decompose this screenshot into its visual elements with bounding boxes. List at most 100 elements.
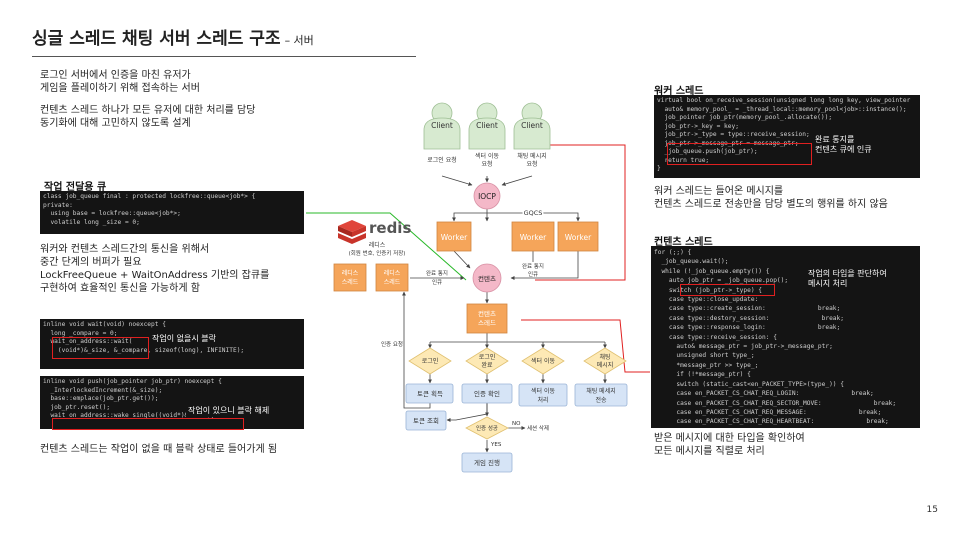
arrow-worker3-contents (510, 251, 579, 280)
auth-request-label: 인증 요청 (381, 341, 403, 348)
redis-logo: redis (338, 219, 411, 244)
job-queue-heading: 작업 전달용 큐 (44, 182, 107, 193)
done-label-right-1: 완료 통지 (522, 262, 544, 270)
client-node-3: Client (513, 102, 551, 150)
red-connector-worker (535, 144, 626, 281)
intro-text: 로그인 서버에서 인증을 마친 유저가 게임을 플레이하기 위해 접속하는 서버… (40, 70, 256, 129)
svg-text:인증 성공: 인증 성공 (476, 424, 498, 432)
session-delete-label: 세션 삭제 (527, 424, 549, 432)
worker-node-3: Worker (557, 221, 599, 252)
done-label-left-2: 인큐 (432, 279, 442, 286)
red-connector-contents (521, 319, 650, 373)
arrow-auth-request (402, 291, 431, 409)
svg-text:컨텐츠: 컨텐츠 (478, 309, 496, 318)
worker-heading: 워커 스레드 (654, 86, 704, 97)
decision-auth-success: 인증 성공 (465, 416, 509, 440)
contents-heading: 컨텐츠 스레드 (654, 237, 713, 248)
contents-thread-node: 컨텐츠 스레드 (466, 303, 508, 334)
svg-text:인증 확인: 인증 확인 (474, 389, 500, 398)
svg-text:채팅 메세지: 채팅 메세지 (586, 387, 616, 395)
no-label: NO (512, 421, 521, 427)
client-node-1: Client (423, 102, 461, 150)
done-label-right-2: 인큐 (528, 271, 538, 278)
svg-text:Worker: Worker (520, 233, 547, 242)
svg-text:스레드: 스레드 (384, 278, 401, 286)
arrow-iocp-worker3 (487, 212, 580, 222)
svg-text:처리: 처리 (537, 396, 548, 404)
action-sector-move: 섹터 이동 처리 (518, 383, 568, 407)
title-divider (32, 56, 416, 57)
arrow-worker1-contents (453, 250, 471, 269)
svg-text:Client: Client (431, 121, 453, 130)
client-caption-3a: 채팅 메시지 (517, 152, 547, 160)
worker-node-1: Worker (436, 221, 472, 252)
contents-code: for (;;) { _job_queue.wait(); while (!_j… (651, 246, 920, 428)
contents-description: 받은 메시지에 대한 타입을 확인하여 모든 메시지를 직렬로 처리 (654, 433, 805, 457)
svg-text:게임 진행: 게임 진행 (474, 458, 500, 467)
wait-note: 작업이 없을시 블락 (150, 333, 218, 345)
token-lookup-node: 토큰 조회 (405, 410, 447, 431)
svg-text:섹터 이동: 섹터 이동 (531, 357, 555, 365)
svg-text:토큰 획득: 토큰 획득 (417, 389, 443, 398)
client-caption-1: 로그인 요청 (427, 157, 457, 164)
redis-label: 레디스 (369, 241, 386, 249)
decision-chat-message: 채팅 메시지 (583, 347, 627, 375)
page-number: 15 (926, 505, 938, 515)
gqcs-label: GQCS (524, 209, 543, 217)
svg-text:전송: 전송 (595, 396, 607, 404)
svg-text:토큰 조회: 토큰 조회 (413, 417, 439, 425)
game-progress-node: 게임 진행 (461, 452, 513, 473)
client-caption-3b: 요청 (526, 161, 537, 168)
push-code: inline void push(job_pointer job_ptr) no… (40, 376, 304, 429)
svg-text:Client: Client (476, 121, 498, 130)
svg-text:레디스: 레디스 (342, 269, 359, 277)
svg-text:Client: Client (521, 121, 543, 130)
svg-text:섹터 이동: 섹터 이동 (531, 387, 555, 395)
decision-sector-move: 섹터 이동 (521, 347, 565, 375)
arrow-client3-iocp (501, 175, 533, 186)
wait-highlight-box (52, 337, 149, 359)
client-caption-2b: 요청 (481, 161, 492, 168)
arrow-check-token-lookup (446, 403, 488, 422)
client-node-2: Client (468, 102, 506, 150)
job-queue-code: class job_queue final : protected lockfr… (40, 191, 304, 234)
action-auth-check: 인증 확인 (461, 383, 513, 404)
contents-node: 컨텐츠 (472, 263, 502, 293)
page-title: 싱글 스레드 채팅 서버 스레드 구조– 서버 (32, 29, 314, 49)
action-token-acquire: 토큰 획득 (405, 383, 454, 404)
svg-text:Worker: Worker (441, 233, 468, 242)
redis-thread-node-1: 레디스 스레드 (333, 263, 367, 292)
action-chat-send: 채팅 메세지 전송 (574, 383, 628, 407)
svg-text:Worker: Worker (565, 233, 592, 242)
svg-text:레디스: 레디스 (384, 269, 401, 277)
done-label-left-1: 완료 통지 (426, 269, 448, 277)
arrow-iocp-worker1 (452, 212, 487, 222)
green-connector (306, 212, 467, 281)
contents-highlight-box (680, 284, 775, 296)
worker-node-2: Worker (511, 221, 555, 252)
svg-text:스레드: 스레드 (478, 318, 496, 327)
svg-text:IOCP: IOCP (478, 192, 496, 201)
svg-text:채팅: 채팅 (599, 353, 610, 361)
client-caption-2a: 섹터 이동 (475, 152, 499, 160)
redis-thread-node-2: 레디스 스레드 (375, 263, 409, 292)
contents-block-note: 컨텐츠 스레드는 작업이 없을 때 블락 상태로 들어가게 됨 (40, 444, 278, 455)
decision-login: 로그인 (408, 347, 452, 375)
svg-text:스레드: 스레드 (342, 278, 359, 286)
job-queue-description: 워커와 컨텐츠 스레드간의 통신을 위해서 중간 단계의 버퍼가 필요 Lock… (40, 244, 270, 294)
push-note: 작업이 있으니 블락 해제 (186, 405, 272, 417)
svg-text:컨텐츠: 컨텐츠 (478, 274, 496, 283)
redis-cube-icon (338, 220, 366, 244)
decision-login-complete: 로그인 완료 (465, 347, 509, 375)
svg-text:완료: 완료 (481, 361, 493, 369)
svg-text:redis: redis (369, 219, 411, 237)
iocp-node: IOCP (473, 182, 501, 210)
worker-highlight-box (667, 143, 812, 165)
redis-sub-label: (회원 번호, 인증키 저장) (349, 249, 406, 257)
svg-text:메시지: 메시지 (597, 361, 614, 369)
svg-text:로그인: 로그인 (479, 354, 496, 361)
push-highlight-box (52, 418, 244, 430)
